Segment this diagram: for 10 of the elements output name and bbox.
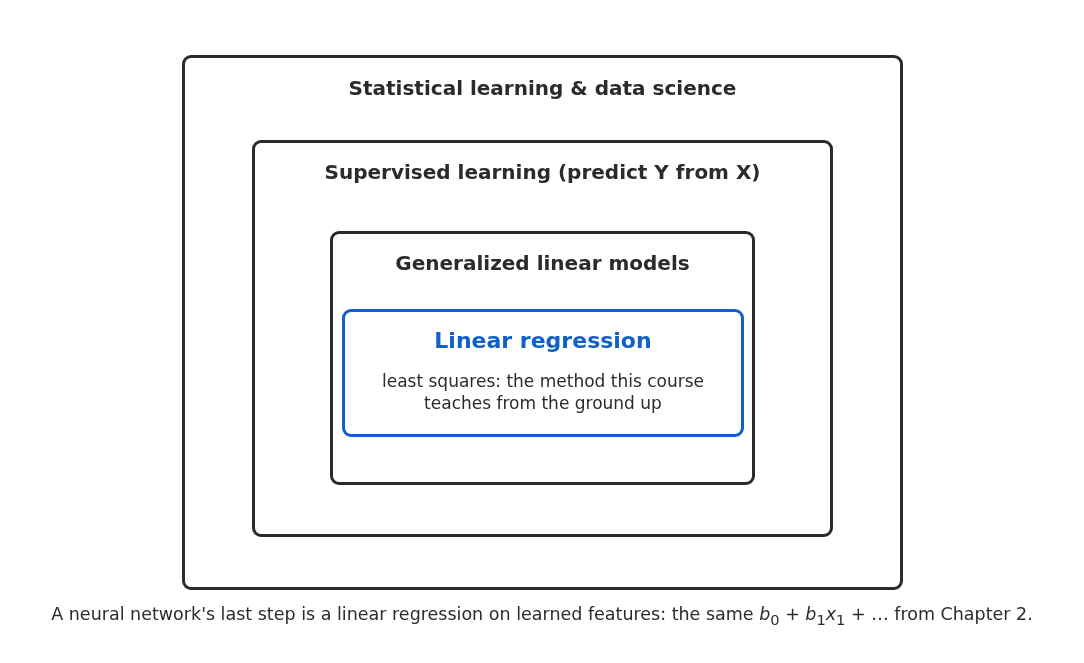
caption: A neural network's last step is a linear regression on learned features: the same b$_{0}$ + b$_{1}$x$_{1}$ + … from Chapter 2. (50, 604, 1034, 628)
nested-box (252, 140, 833, 537)
highlight-box (342, 309, 744, 437)
box-title: Supervised learning (predict Y from X) (323, 160, 762, 184)
nested-box (330, 231, 755, 485)
box-title: Generalized linear models (394, 251, 691, 275)
nested-box (182, 55, 903, 590)
box-title: Statistical learning & data science (347, 76, 738, 100)
box-description: least squares: the method this course teaches from the ground up (380, 370, 705, 414)
box-title: Linear regression (433, 328, 653, 353)
